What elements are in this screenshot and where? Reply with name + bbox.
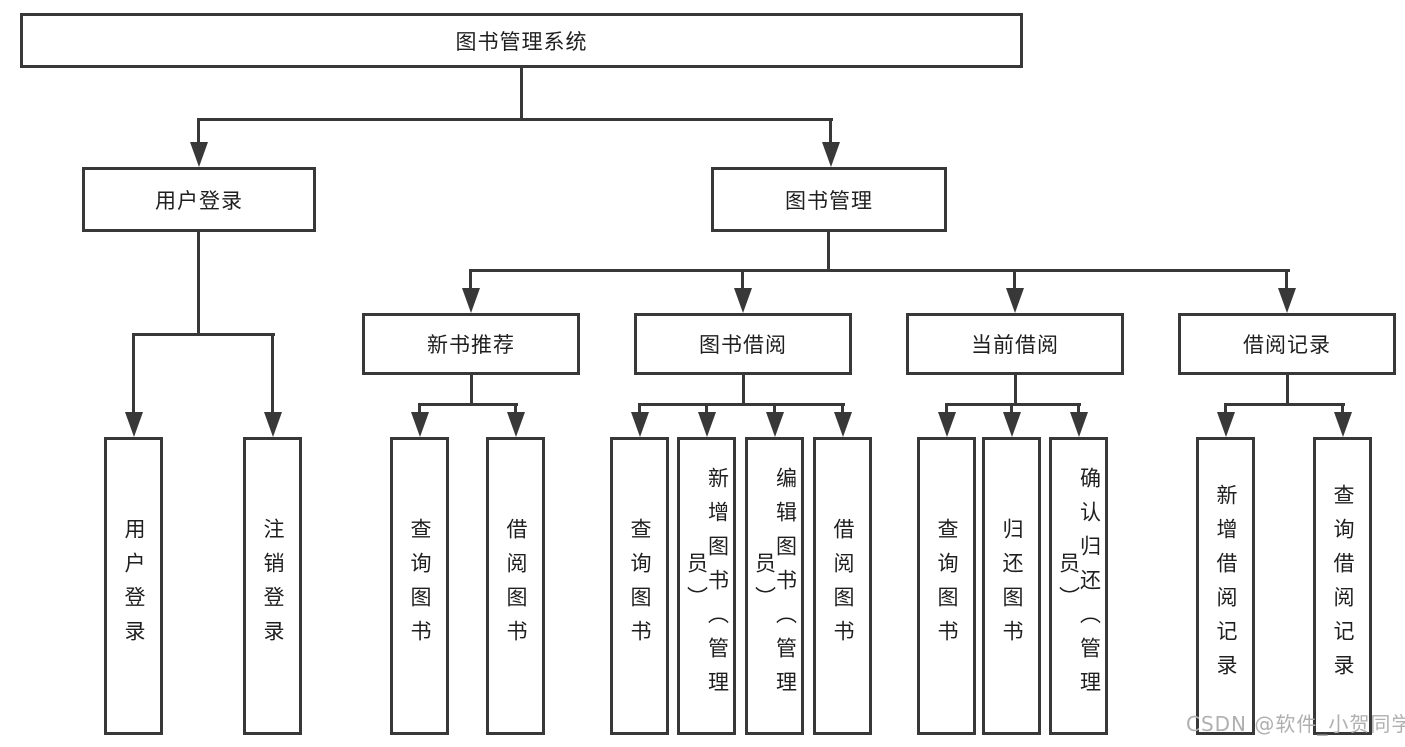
arrowhead-current-borrowing	[1006, 288, 1024, 313]
connector-drop-g3-edit	[773, 403, 776, 414]
connector-l1-hline	[197, 118, 833, 121]
connector-book-management-stem	[827, 232, 830, 272]
watermark-text: CSDN @软件_小贺同学	[1186, 712, 1405, 736]
arrowhead-new-book	[462, 288, 480, 313]
connector-drop-g2-query	[418, 403, 421, 414]
node-borrowing-records: 借阅记录	[1178, 313, 1396, 375]
connector-drop-g2-borrow	[514, 403, 517, 414]
leaf-query-books-recommend: 查询图书	[390, 437, 449, 735]
connector-borrowing-records-stem	[1286, 375, 1289, 406]
arrowhead-user-login	[190, 142, 208, 167]
arrowhead-g5-add	[1217, 412, 1235, 437]
connector-drop-g3-query	[638, 403, 641, 414]
connector-drop-leaf-user-login	[132, 333, 135, 414]
leaf-query-borrow-record: 查询借阅记录	[1313, 437, 1372, 735]
connector-borrowing-records-hline	[1224, 403, 1345, 406]
connector-book-borrowing-hline	[638, 403, 845, 406]
arrowhead-g4-confirm	[1070, 412, 1088, 437]
connector-root-stem	[520, 68, 523, 120]
leaf-return-book: 归还图书	[982, 437, 1041, 735]
connector-drop-leaf-logout	[271, 333, 274, 414]
connector-drop-g3-borrow	[841, 403, 844, 414]
connector-drop-user-login	[197, 118, 200, 144]
node-book-borrowing: 图书借阅	[634, 313, 852, 375]
connector-drop-book-management	[829, 118, 832, 144]
connector-drop-borrowing-records	[1285, 269, 1288, 290]
arrowhead-g3-query	[631, 412, 649, 437]
node-user-login: 用户登录	[82, 167, 316, 232]
arrowhead-g5-query	[1334, 412, 1352, 437]
connector-book-borrowing-stem	[742, 375, 745, 406]
connector-drop-book-borrowing	[741, 269, 744, 290]
connector-current-borrowing-hline	[945, 403, 1081, 406]
connector-new-book-stem	[470, 375, 473, 406]
arrowhead-book-borrowing	[734, 288, 752, 313]
arrowhead-g4-return	[1003, 412, 1021, 437]
connector-user-login-hline	[132, 333, 275, 336]
arrowhead-borrowing-records	[1278, 288, 1296, 313]
connector-current-borrowing-stem	[1014, 375, 1017, 406]
node-book-management: 图书管理	[711, 167, 947, 232]
connector-drop-g5-add	[1224, 403, 1227, 414]
connector-drop-current-borrowing	[1013, 269, 1016, 290]
arrowhead-g3-edit	[766, 412, 784, 437]
arrowhead-g4-query	[938, 412, 956, 437]
connector-drop-g4-return	[1010, 403, 1013, 414]
connector-drop-g4-confirm	[1077, 403, 1080, 414]
arrowhead-book-management	[822, 142, 840, 167]
node-new-book-recommendation: 新书推荐	[362, 313, 580, 375]
arrowhead-g2-borrow	[507, 412, 525, 437]
arrowhead-g3-add	[698, 412, 716, 437]
arrowhead-leaf-logout	[264, 412, 282, 437]
leaf-borrow-books-borrowing: 借阅图书	[813, 437, 872, 735]
arrowhead-leaf-user-login	[125, 412, 143, 437]
leaf-add-borrow-record: 新增借阅记录	[1196, 437, 1255, 735]
leaf-logout: 注销登录	[243, 437, 302, 735]
arrowhead-g3-borrow	[834, 412, 852, 437]
leaf-edit-book-admin: 编辑图书（管理员）	[745, 437, 804, 735]
node-current-borrowing: 当前借阅	[906, 313, 1124, 375]
connector-drop-g5-query	[1341, 403, 1344, 414]
connector-drop-g3-add	[705, 403, 708, 414]
connector-drop-new-book	[469, 269, 472, 290]
leaf-confirm-return-admin: 确认归还（管理员）	[1049, 437, 1108, 735]
connector-drop-g4-query	[945, 403, 948, 414]
leaf-borrow-books-recommend: 借阅图书	[486, 437, 545, 735]
node-library-management-system: 图书管理系统	[20, 13, 1023, 68]
leaf-query-books-borrowing: 查询图书	[610, 437, 669, 735]
connector-user-login-stem	[197, 232, 200, 336]
leaf-user-login: 用户登录	[104, 437, 163, 735]
connector-l2-hline	[469, 269, 1290, 272]
connector-new-book-hline	[418, 403, 518, 406]
arrowhead-g2-query	[411, 412, 429, 437]
leaf-query-books-current: 查询图书	[917, 437, 976, 735]
leaf-add-book-admin: 新增图书（管理员）	[677, 437, 736, 735]
